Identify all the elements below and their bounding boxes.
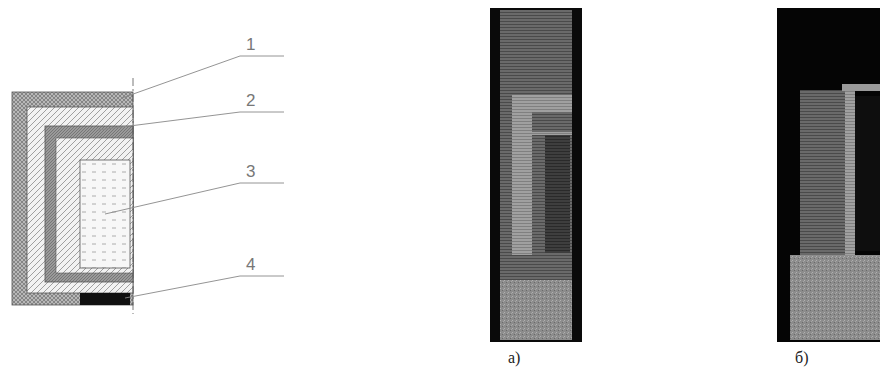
callout-number: 1 [246,36,255,53]
figure-label: б) [795,350,808,366]
image-a [490,8,582,342]
leader-lines [98,56,284,298]
section-drawing [12,78,133,314]
image-b [777,8,880,342]
figure-label: а) [508,350,520,366]
callout-number: 3 [246,163,255,180]
callout-number: 2 [246,92,255,109]
callout-number: 4 [246,256,255,273]
